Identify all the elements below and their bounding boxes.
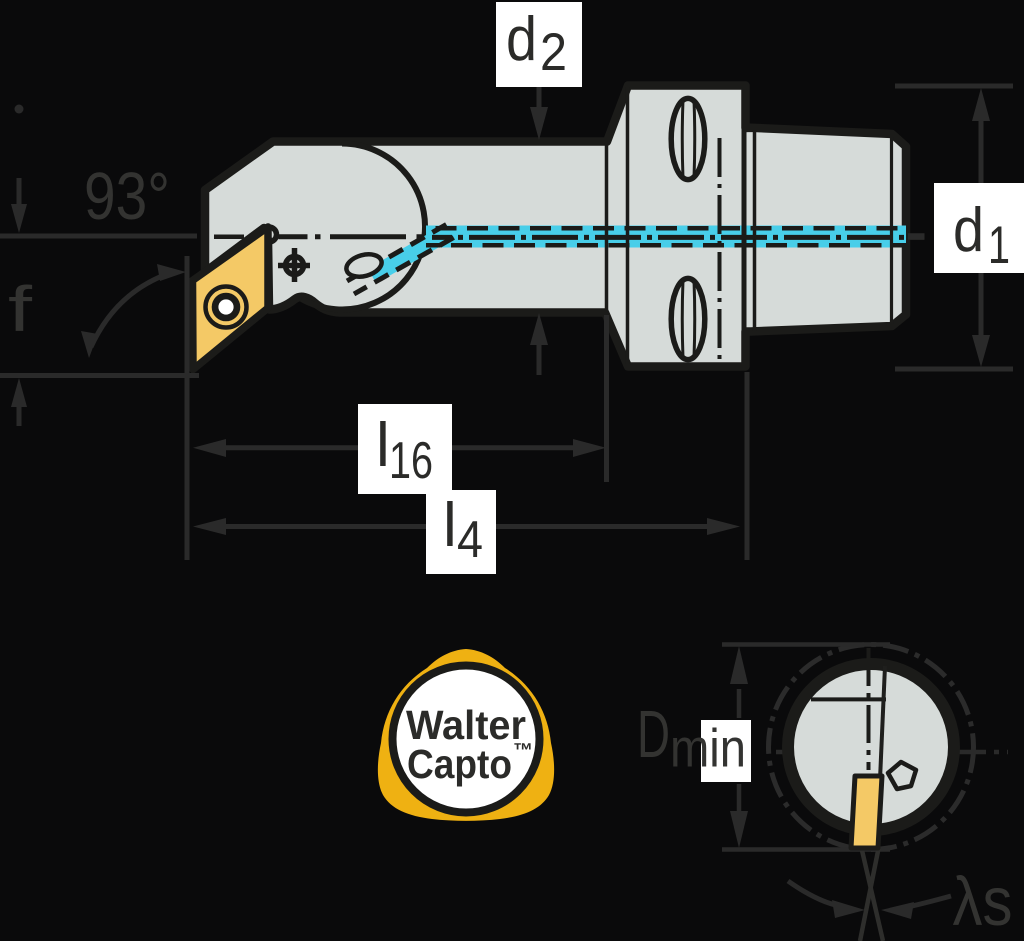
svg-text:D: D — [637, 697, 670, 772]
svg-text:4: 4 — [457, 511, 483, 569]
svg-text:l: l — [443, 491, 457, 560]
svg-text:Walter: Walter — [406, 702, 526, 748]
svg-text:16: 16 — [389, 432, 433, 490]
svg-text:Capto: Capto — [407, 741, 512, 787]
svg-text:d: d — [506, 5, 537, 74]
svg-text:d: d — [953, 196, 984, 265]
svg-text:λs: λs — [953, 863, 1013, 940]
svg-text:1: 1 — [988, 216, 1010, 275]
svg-text:93°: 93° — [84, 159, 170, 234]
svg-text:f: f — [8, 273, 32, 345]
svg-text:™: ™ — [513, 740, 533, 762]
svg-text:2: 2 — [540, 23, 567, 82]
svg-text:l: l — [376, 411, 390, 480]
svg-text:min: min — [670, 719, 746, 779]
